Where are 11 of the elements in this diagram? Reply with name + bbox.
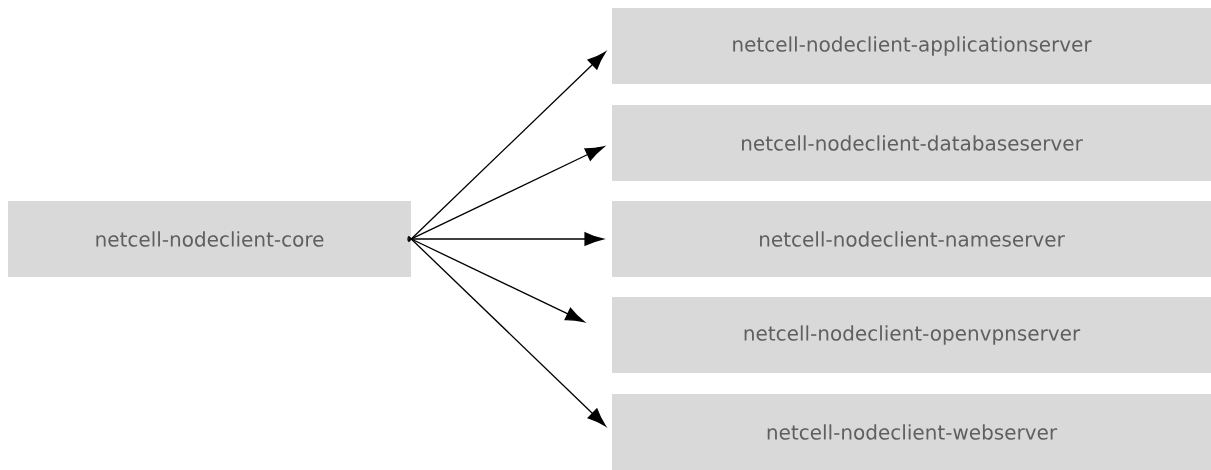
arrow bbox=[407, 235, 606, 427]
arrow bbox=[406, 232, 604, 246]
module-box: netcell-nodeclient-core bbox=[8, 201, 411, 277]
arrow bbox=[407, 146, 605, 242]
module-box: netcell-nodeclient-databaseserver bbox=[612, 105, 1211, 181]
module-box: netcell-nodeclient-openvpnserver bbox=[612, 297, 1211, 373]
module-box: netcell-nodeclient-webserver bbox=[612, 394, 1211, 470]
arrow bbox=[407, 236, 585, 323]
arrow bbox=[407, 51, 606, 243]
module-box: netcell-nodeclient-applicationserver bbox=[612, 8, 1211, 84]
module-box: netcell-nodeclient-nameserver bbox=[612, 201, 1211, 277]
